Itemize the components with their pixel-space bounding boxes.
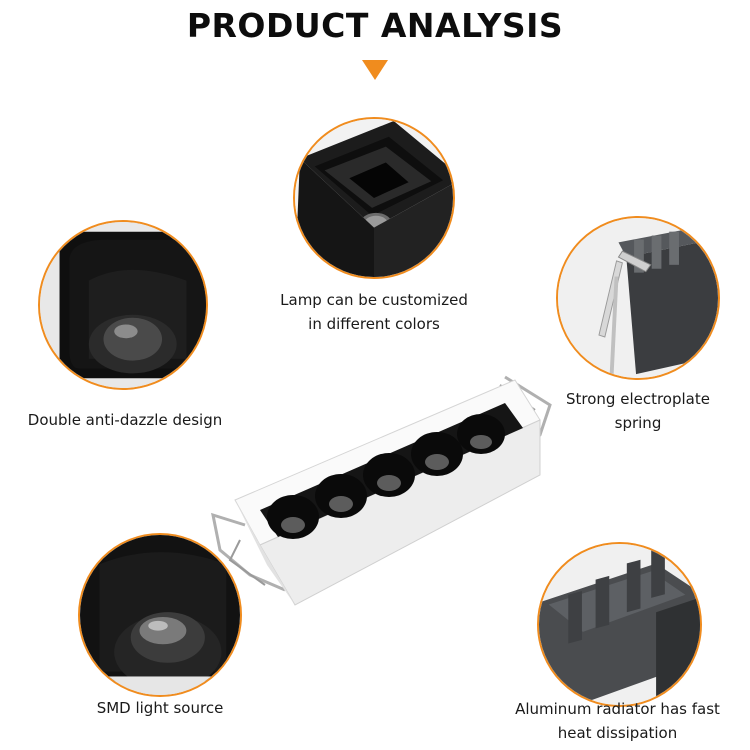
radiator-closeup	[537, 542, 702, 707]
caption-spring: Strong electroplate spring	[548, 387, 728, 435]
product-downlight-image	[205, 365, 565, 610]
caption-line: Lamp can be customized	[280, 291, 468, 309]
smd-led-closeup	[78, 533, 242, 697]
caption-line: heat dissipation	[557, 724, 678, 742]
spring-closeup	[556, 216, 720, 380]
caption-line: Aluminum radiator has fast	[515, 700, 720, 718]
anti-dazzle-closeup	[38, 220, 208, 390]
caption-line: Double anti-dazzle design	[27, 411, 223, 429]
lamp-color-closeup	[293, 117, 455, 279]
page-title: PRODUCT ANALYSIS	[186, 6, 564, 45]
caption-anti-dazzle: Double anti-dazzle design	[5, 408, 245, 432]
led-cups	[267, 414, 505, 539]
caption-line: in different colors	[308, 315, 440, 333]
caption-lamp-color: Lamp can be customized in different colo…	[245, 288, 503, 336]
down-arrow-icon	[362, 60, 388, 80]
caption-line: SMD light source	[96, 699, 224, 717]
caption-line: spring	[614, 414, 662, 432]
caption-radiator: Aluminum radiator has fast heat dissipat…	[505, 697, 730, 745]
caption-line: Strong electroplate	[566, 390, 710, 408]
caption-smd: SMD light source	[70, 696, 250, 720]
